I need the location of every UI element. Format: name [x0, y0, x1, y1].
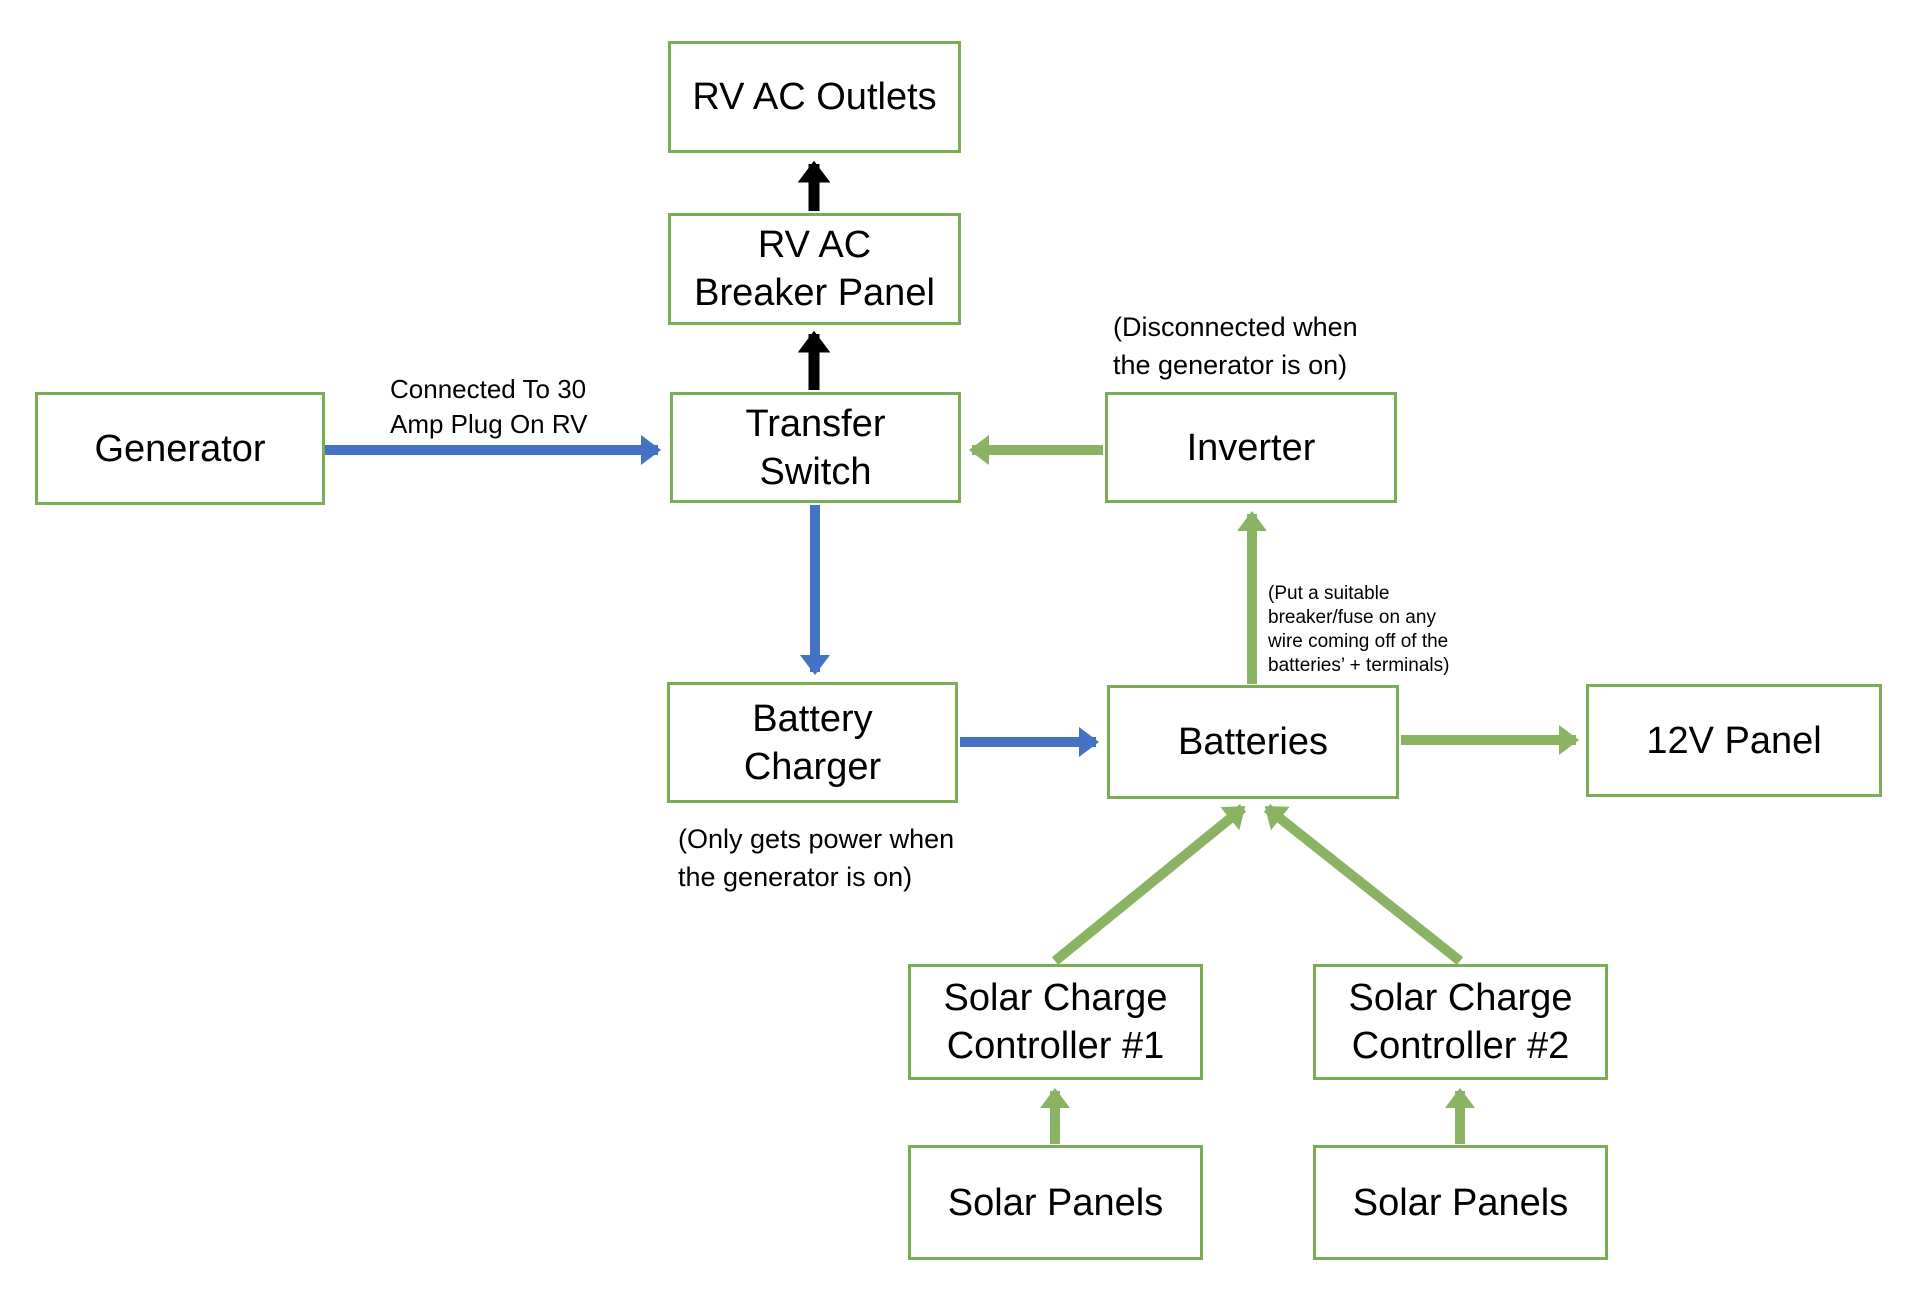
node-label: Battery [752, 697, 873, 740]
note-line: (Put a suitable [1268, 583, 1390, 604]
note-battery-charger-power: (Only gets power when the generator is o… [678, 820, 954, 896]
node-solar-charge-controller-1: Solar Charge Controller #1 [908, 964, 1203, 1080]
node-12v-panel: 12V Panel [1586, 684, 1882, 797]
note-line: the generator is on) [1113, 350, 1348, 380]
node-label: Breaker Panel [694, 272, 935, 314]
node-label: Solar Panels [947, 1181, 1164, 1224]
node-inverter: Inverter [1105, 392, 1397, 503]
node-solar-panels-1: Solar Panels [908, 1145, 1203, 1260]
note-line: batteries’ + terminals) [1268, 655, 1450, 676]
node-label: Solar Charge [1348, 977, 1573, 1019]
node-solar-panels-2: Solar Panels [1313, 1145, 1608, 1260]
node-battery-charger: Battery Charger [667, 682, 958, 803]
node-rv-ac-outlets: RV AC Outlets [668, 41, 961, 153]
node-label: Solar Charge [943, 977, 1168, 1019]
node-label: Controller #1 [946, 1025, 1165, 1067]
node-label: Inverter [1186, 426, 1316, 469]
node-solar-charge-controller-2: Solar Charge Controller #2 [1313, 964, 1608, 1080]
node-label: Controller #2 [1351, 1025, 1570, 1067]
node-label: Charger [743, 745, 882, 788]
node-transfer-switch: Transfer Switch [670, 392, 961, 503]
note-line: (Only gets power when [678, 824, 955, 854]
arrow-solar-controller-2-to-batteries [1263, 804, 1464, 965]
note-line: breaker/fuse on any [1268, 607, 1436, 628]
node-rv-ac-breaker-panel: RV AC Breaker Panel [668, 213, 961, 325]
note-line: wire coming off of the [1268, 631, 1449, 652]
label-generator-connection: Connected To 30 Amp Plug On RV [390, 372, 588, 442]
label-line: Amp Plug On RV [390, 409, 588, 439]
note-battery-fuse: (Put a suitable breaker/fuse on any wire… [1268, 582, 1449, 678]
node-label: Batteries [1178, 721, 1328, 763]
note-line: (Disconnected when [1113, 312, 1358, 342]
node-label: Transfer [745, 402, 886, 445]
node-label: Generator [94, 427, 266, 470]
node-batteries: Batteries [1107, 685, 1399, 799]
node-label: RV AC Outlets [692, 76, 937, 118]
note-line: the generator is on) [678, 862, 913, 892]
node-label: 12V Panel [1646, 719, 1822, 762]
node-label: Switch [759, 450, 872, 493]
arrow-solar-controller-1-to-batteries [1051, 804, 1247, 965]
node-label: Solar Panels [1352, 1181, 1569, 1224]
node-generator: Generator [35, 392, 325, 505]
note-inverter-disconnected: (Disconnected when the generator is on) [1113, 308, 1358, 384]
node-label: RV AC [757, 224, 872, 266]
label-line: Connected To 30 [390, 374, 587, 404]
